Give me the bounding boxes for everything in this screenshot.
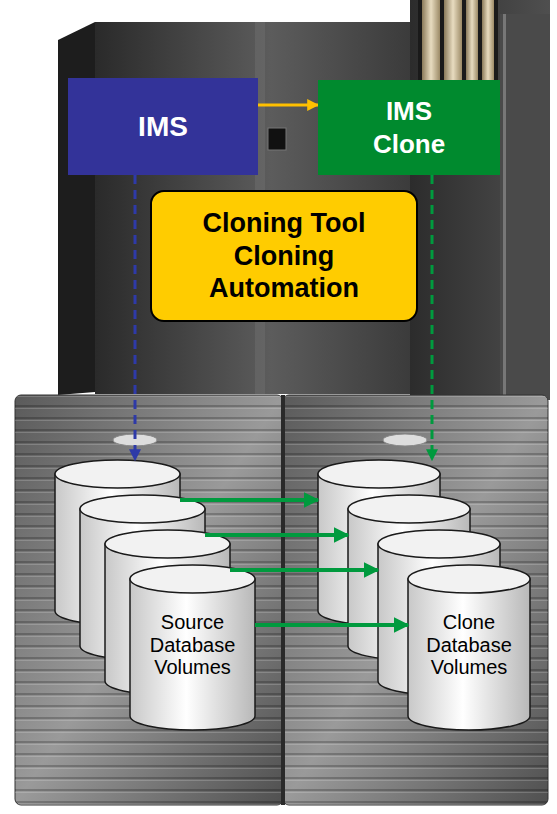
volume-cylinders (378, 530, 500, 558)
storage-cabinets (15, 395, 548, 805)
node-text: Cloning Tool Cloning Automation (179, 207, 389, 306)
process-box: IMS Clone (318, 80, 500, 175)
copy-arrows (180, 500, 378, 570)
mainframe (268, 128, 286, 150)
volume-cylinders (55, 460, 530, 730)
database-cylinder: Clone Database Volumes (318, 460, 530, 730)
storage-cabinets (15, 395, 283, 805)
storage-cabinets (383, 434, 427, 446)
volume-cylinders (130, 579, 255, 730)
volume-cylinders (318, 460, 440, 488)
node-text: Source Database Volumes (140, 611, 245, 678)
flow-arrow (258, 104, 318, 107)
mainframe (500, 14, 550, 400)
storage-cabinets (281, 395, 285, 805)
flow-arrow (134, 175, 137, 460)
storage-cabinets (283, 395, 548, 805)
database-cylinder: Source Database Volumes (55, 460, 255, 730)
flow-arrow (431, 175, 434, 460)
node-text: IMS Clone (354, 95, 464, 160)
flow-arrow (255, 623, 408, 627)
mainframe (503, 14, 506, 400)
copy-arrows (180, 498, 318, 502)
copy-arrows (205, 533, 348, 537)
process-box: IMS (68, 78, 258, 175)
node-text: IMS (138, 110, 188, 144)
storage-cabinets (15, 395, 283, 805)
copy-arrows (230, 568, 378, 572)
node-text: Clone Database Volumes (417, 611, 522, 678)
volume-cylinders (408, 565, 530, 593)
mainframe (58, 0, 550, 400)
tool-box: Cloning Tool Cloning Automation (150, 190, 418, 322)
volume-cylinders (408, 579, 530, 730)
storage-cabinets (283, 395, 548, 805)
volume-cylinders (55, 460, 180, 488)
volume-cylinders (348, 495, 470, 523)
